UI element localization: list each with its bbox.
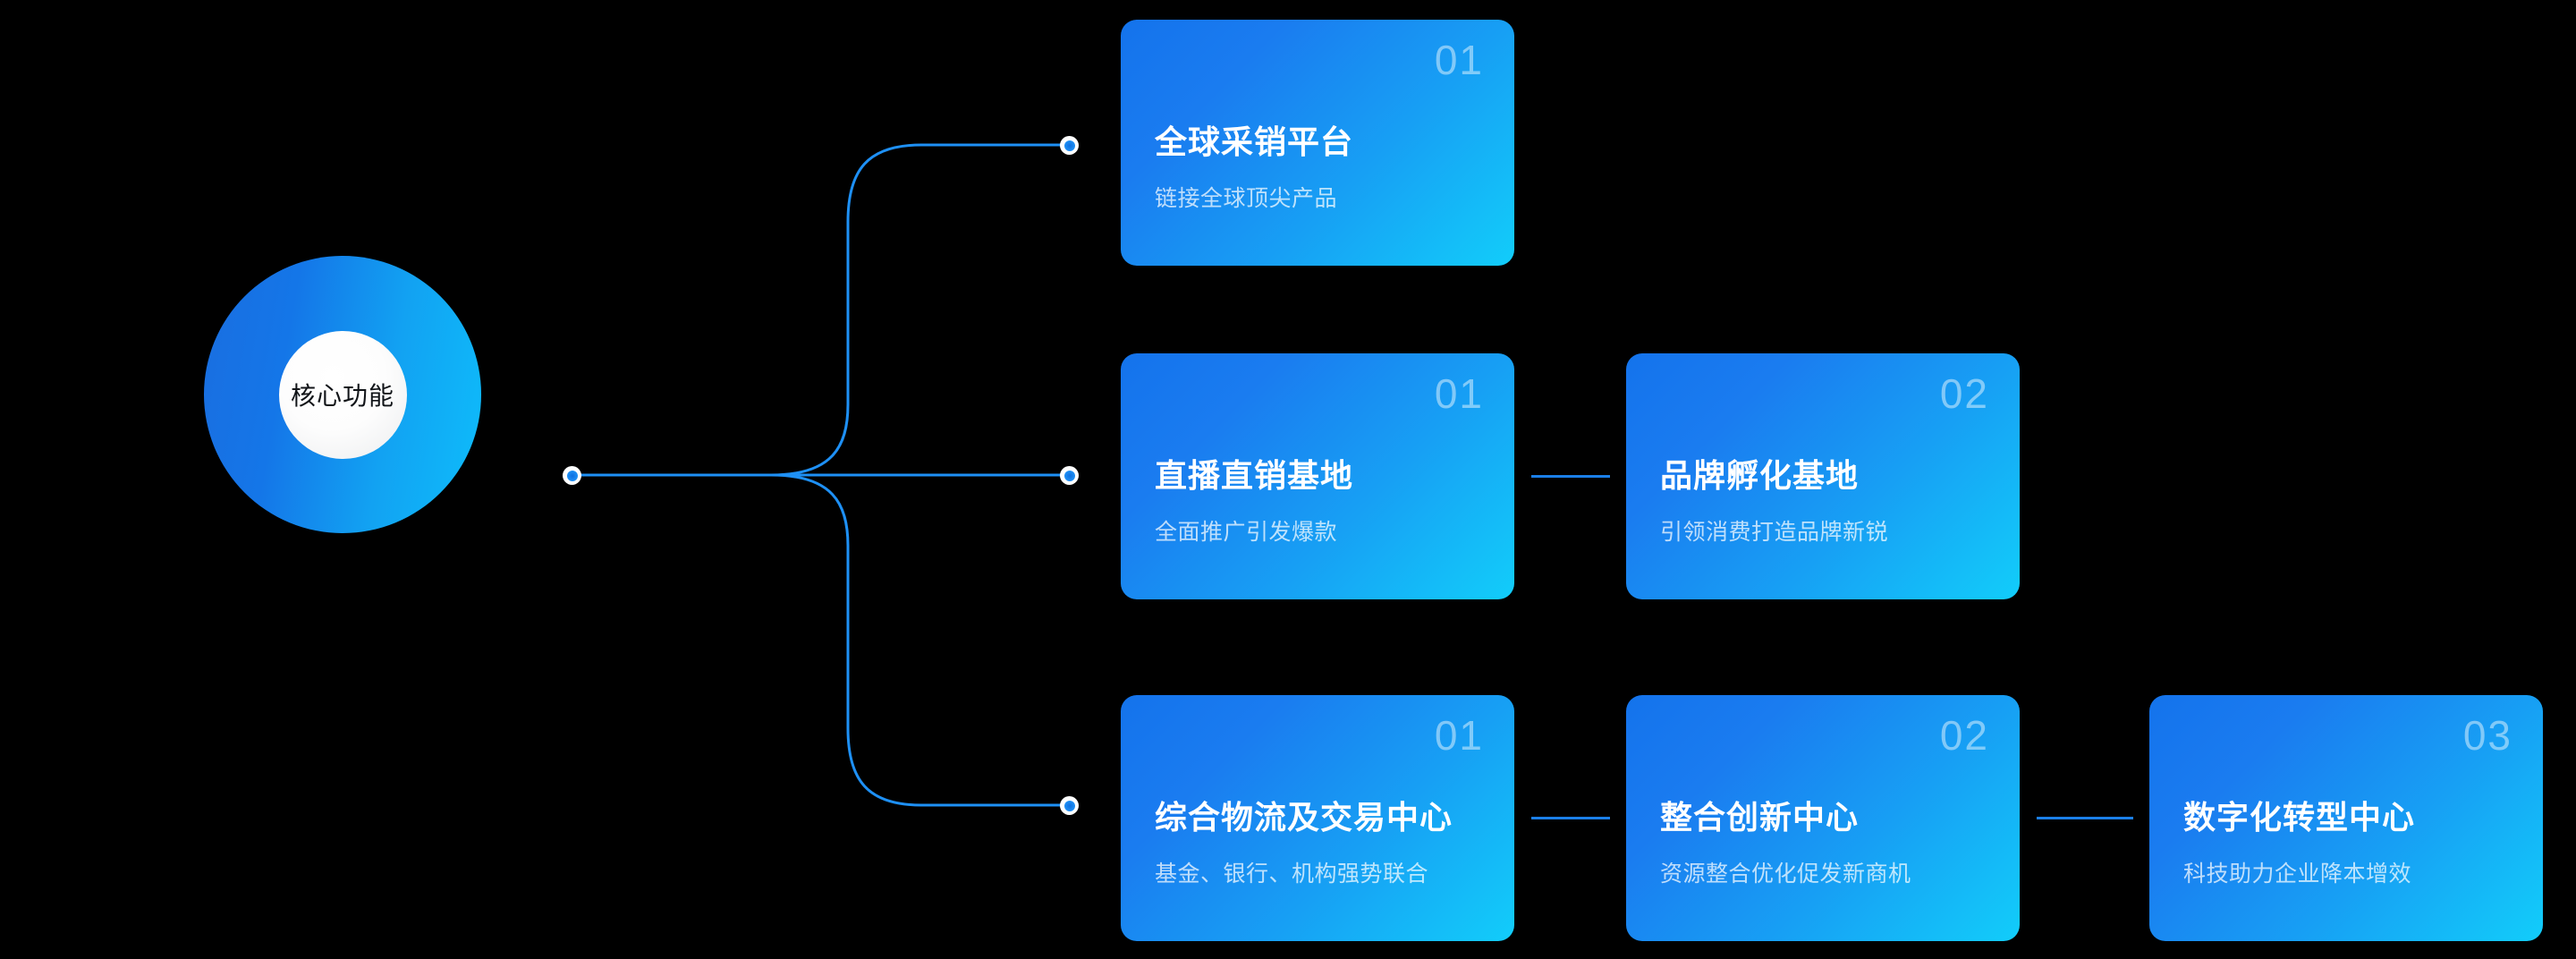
feature-card-row3-3[interactable]: 03 数字化转型中心 科技助力企业降本增效 [2149, 695, 2543, 941]
card-number: 02 [1939, 712, 1989, 759]
feature-card-row3-2[interactable]: 02 整合创新中心 资源整合优化促发新商机 [1626, 695, 2020, 941]
connector-dot-row2[interactable] [1060, 466, 1079, 485]
feature-card-row3-1[interactable]: 01 综合物流及交易中心 基金、银行、机构强势联合 [1121, 695, 1514, 941]
card-subtitle: 资源整合优化促发新商机 [1660, 861, 1911, 887]
card-subtitle: 基金、银行、机构强势联合 [1155, 861, 1429, 887]
feature-card-row1-1[interactable]: 01 全球采销平台 链接全球顶尖产品 [1121, 20, 1514, 266]
card-subtitle: 引领消费打造品牌新锐 [1660, 520, 1889, 545]
central-hub-inner: 核心功能 [278, 330, 407, 459]
card-title: 全球采销平台 [1155, 123, 1354, 160]
card-number: 02 [1939, 370, 1989, 417]
card-subtitle: 科技助力企业降本增效 [2183, 861, 2412, 887]
card-subtitle: 链接全球顶尖产品 [1155, 186, 1338, 211]
card-title: 整合创新中心 [1660, 799, 1860, 836]
card-number: 03 [2462, 712, 2512, 759]
card-subtitle: 全面推广引发爆款 [1155, 520, 1338, 545]
feature-card-row2-2[interactable]: 02 品牌孵化基地 引领消费打造品牌新锐 [1626, 353, 2020, 599]
card-title: 直播直销基地 [1155, 457, 1354, 494]
card-title: 数字化转型中心 [2183, 799, 2416, 836]
card-number: 01 [1434, 712, 1484, 759]
card-title: 综合物流及交易中心 [1155, 799, 1453, 836]
feature-card-row2-1[interactable]: 01 直播直销基地 全面推广引发爆款 [1121, 353, 1514, 599]
connector-dot-hub[interactable] [563, 466, 581, 485]
card-link-row2 [1531, 475, 1610, 478]
central-hub[interactable]: 核心功能 [204, 256, 481, 533]
central-hub-label: 核心功能 [290, 382, 394, 410]
card-link-row3-b [2037, 817, 2133, 819]
card-title: 品牌孵化基地 [1660, 457, 1860, 494]
connector-dot-row1[interactable] [1060, 136, 1079, 155]
connector-dot-row3[interactable] [1060, 796, 1079, 815]
card-link-row3-a [1531, 817, 1610, 819]
card-number: 01 [1434, 370, 1484, 417]
card-number: 01 [1434, 37, 1484, 83]
